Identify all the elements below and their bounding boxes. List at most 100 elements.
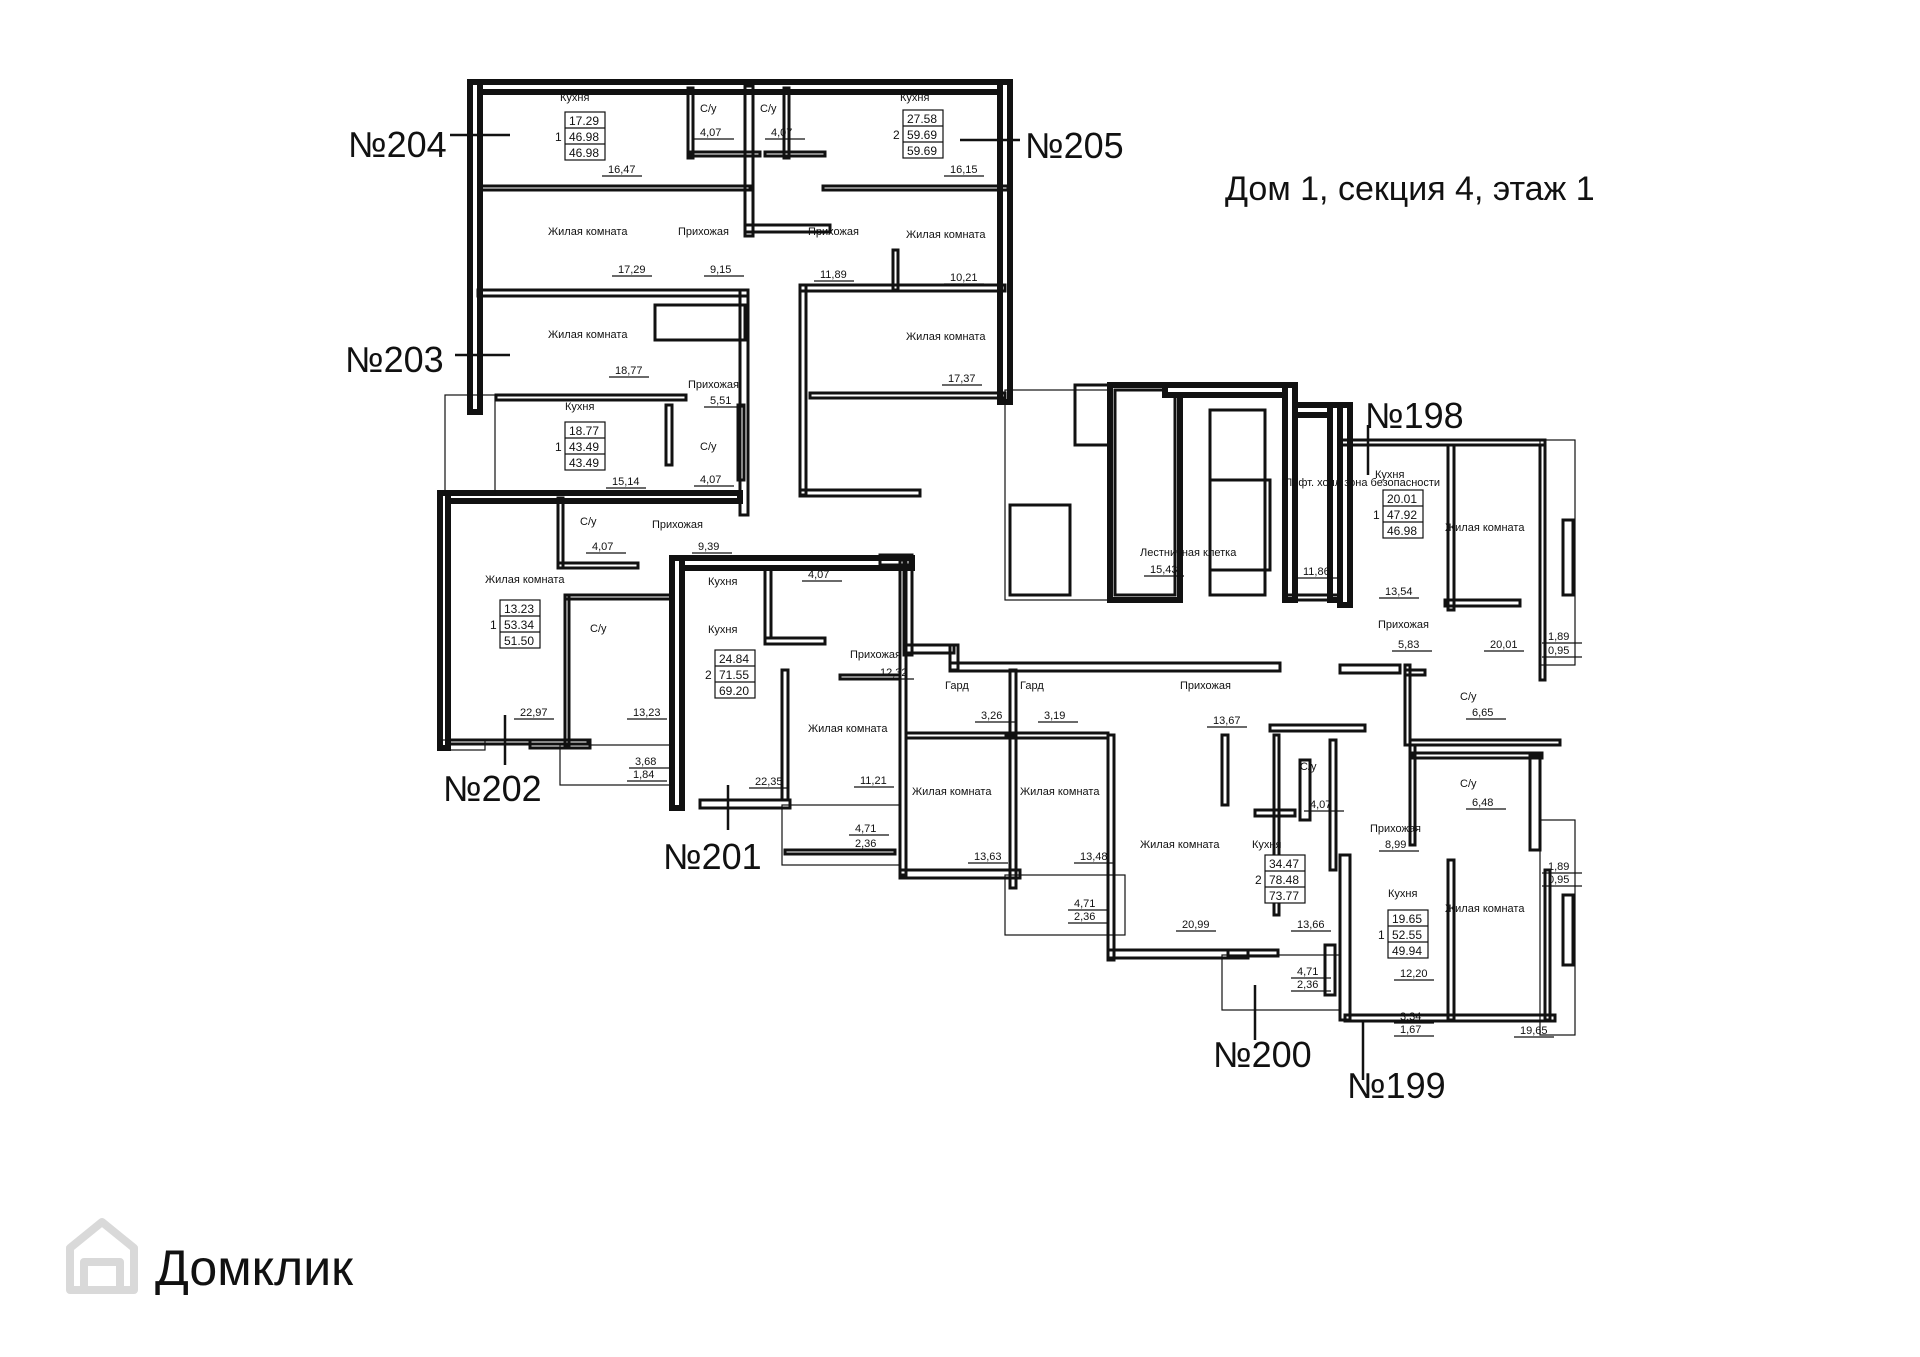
room-label: Жилая комната: [548, 226, 628, 238]
room-label: Жилая комната: [906, 331, 986, 343]
spec-total: 46.98: [569, 130, 599, 144]
room-label: С/у: [700, 103, 717, 115]
spec-box-frame: [564, 421, 606, 471]
room-label: Прихожая: [1378, 619, 1429, 631]
area-label: 3,34: [1400, 1011, 1421, 1023]
apartment-label-202: №202: [443, 768, 542, 809]
room-label: С/у: [590, 623, 607, 635]
area-label: 6,48: [1472, 797, 1493, 809]
area-label: 15,14: [612, 476, 640, 488]
area-label: 22,35: [755, 776, 783, 788]
room-label: Кухня: [1375, 469, 1404, 481]
spec-boxes: 117.2946.9846.98227.5859.6959.69118.7743…: [490, 109, 1429, 959]
room-label: Кухня: [1252, 839, 1281, 851]
spec-rooms: 2: [705, 668, 712, 682]
area-label: 18,77: [615, 365, 643, 377]
spec-box-frame: [499, 599, 541, 649]
spec-rooms: 2: [893, 128, 900, 142]
area-label: 13,48: [1080, 851, 1108, 863]
spec-kitchen: 18.77: [569, 424, 599, 438]
room-label: Прихожая: [652, 519, 703, 531]
walls: [437, 79, 1576, 1036]
area-label: 4,07: [1310, 799, 1331, 811]
spec-total: 47.92: [1387, 508, 1417, 522]
area-label: 4,07: [700, 474, 721, 486]
room-label: Кухня: [565, 401, 594, 413]
plan-title: Дом 1, секция 4, этаж 1: [1225, 170, 1595, 208]
room-label: Гард: [945, 680, 969, 692]
apartment-label-199: №199: [1347, 1065, 1446, 1106]
area-label: 0,95: [1548, 874, 1569, 886]
spec-living: 59.69: [907, 144, 937, 158]
room-label: С/у: [580, 516, 597, 528]
spec-rooms: 1: [555, 130, 562, 144]
area-label: 22,97: [520, 707, 548, 719]
room-label: Кухня: [708, 624, 737, 636]
spec-total: 59.69: [907, 128, 937, 142]
spec-box-frame: [1387, 909, 1429, 959]
area-label: 1,89: [1548, 861, 1569, 873]
spec-living: 51.50: [504, 634, 534, 648]
room-label: Гард: [1020, 680, 1044, 692]
area-label: 11,86: [1303, 566, 1330, 578]
spec-rooms: 1: [1373, 508, 1380, 522]
area-label: 13,54: [1385, 586, 1413, 598]
house-logo-icon: [66, 1218, 138, 1294]
apartment-label-205: №205: [1025, 125, 1124, 166]
apartment-label-204: №204: [348, 124, 447, 165]
spec-box-frame: [902, 109, 944, 159]
area-label: 5,51: [710, 395, 731, 407]
area-label: 4,07: [592, 541, 613, 553]
area-label: 20,01: [1490, 639, 1518, 651]
room-label: С/у: [1300, 761, 1317, 773]
area-label: 17,37: [948, 373, 976, 385]
area-label: 3,19: [1044, 710, 1065, 722]
area-label: 1,67: [1400, 1024, 1421, 1036]
spec-rooms: 1: [490, 618, 497, 632]
leaders: [450, 133, 1370, 1080]
area-label: 3,68: [635, 756, 656, 768]
area-label: 16,15: [950, 164, 978, 176]
room-label: Прихожая: [850, 649, 901, 661]
area-label: 12,20: [1400, 968, 1428, 980]
area-label: 5,83: [1398, 639, 1419, 651]
room-label: Кухня: [708, 576, 737, 588]
room-label: С/у: [1460, 778, 1477, 790]
area-label: 16,47: [608, 164, 636, 176]
room-label: Прихожая: [1370, 823, 1421, 835]
apartment-label-203: №203: [345, 339, 444, 380]
area-label: 9,39: [698, 541, 719, 553]
area-label: 2,36: [1074, 911, 1095, 923]
spec-living: 46.98: [569, 146, 599, 160]
spec-living: 46.98: [1387, 524, 1417, 538]
area-label: 12,32: [880, 667, 908, 679]
area-label: 19,65: [1520, 1025, 1548, 1037]
room-label: Жилая комната: [1020, 786, 1100, 798]
spec-box-frame: [714, 649, 756, 699]
spec-kitchen: 27.58: [907, 112, 937, 126]
room-label: Прихожая: [688, 379, 739, 391]
spec-total: 43.49: [569, 440, 599, 454]
room-label: Жилая комната: [1445, 903, 1525, 915]
area-label: 1,84: [633, 769, 654, 781]
room-label: Жилая комната: [912, 786, 992, 798]
watermark-text: Домклик: [155, 1240, 354, 1296]
room-label: С/у: [1460, 691, 1477, 703]
spec-rooms: 2: [1255, 873, 1262, 887]
area-label: 17,29: [618, 264, 646, 276]
area-label: 3,26: [981, 710, 1002, 722]
room-label: Жилая комната: [808, 723, 888, 735]
spec-kitchen: 34.47: [1269, 857, 1299, 871]
area-label: 10,21: [950, 272, 978, 284]
area-label: 11,21: [860, 775, 887, 787]
spec-kitchen: 20.01: [1387, 492, 1417, 506]
watermark: Домклик: [66, 1218, 354, 1296]
room-label: Жилая комната: [1140, 839, 1220, 851]
room-label: Лифт. холл зона безопасности: [1285, 477, 1440, 489]
